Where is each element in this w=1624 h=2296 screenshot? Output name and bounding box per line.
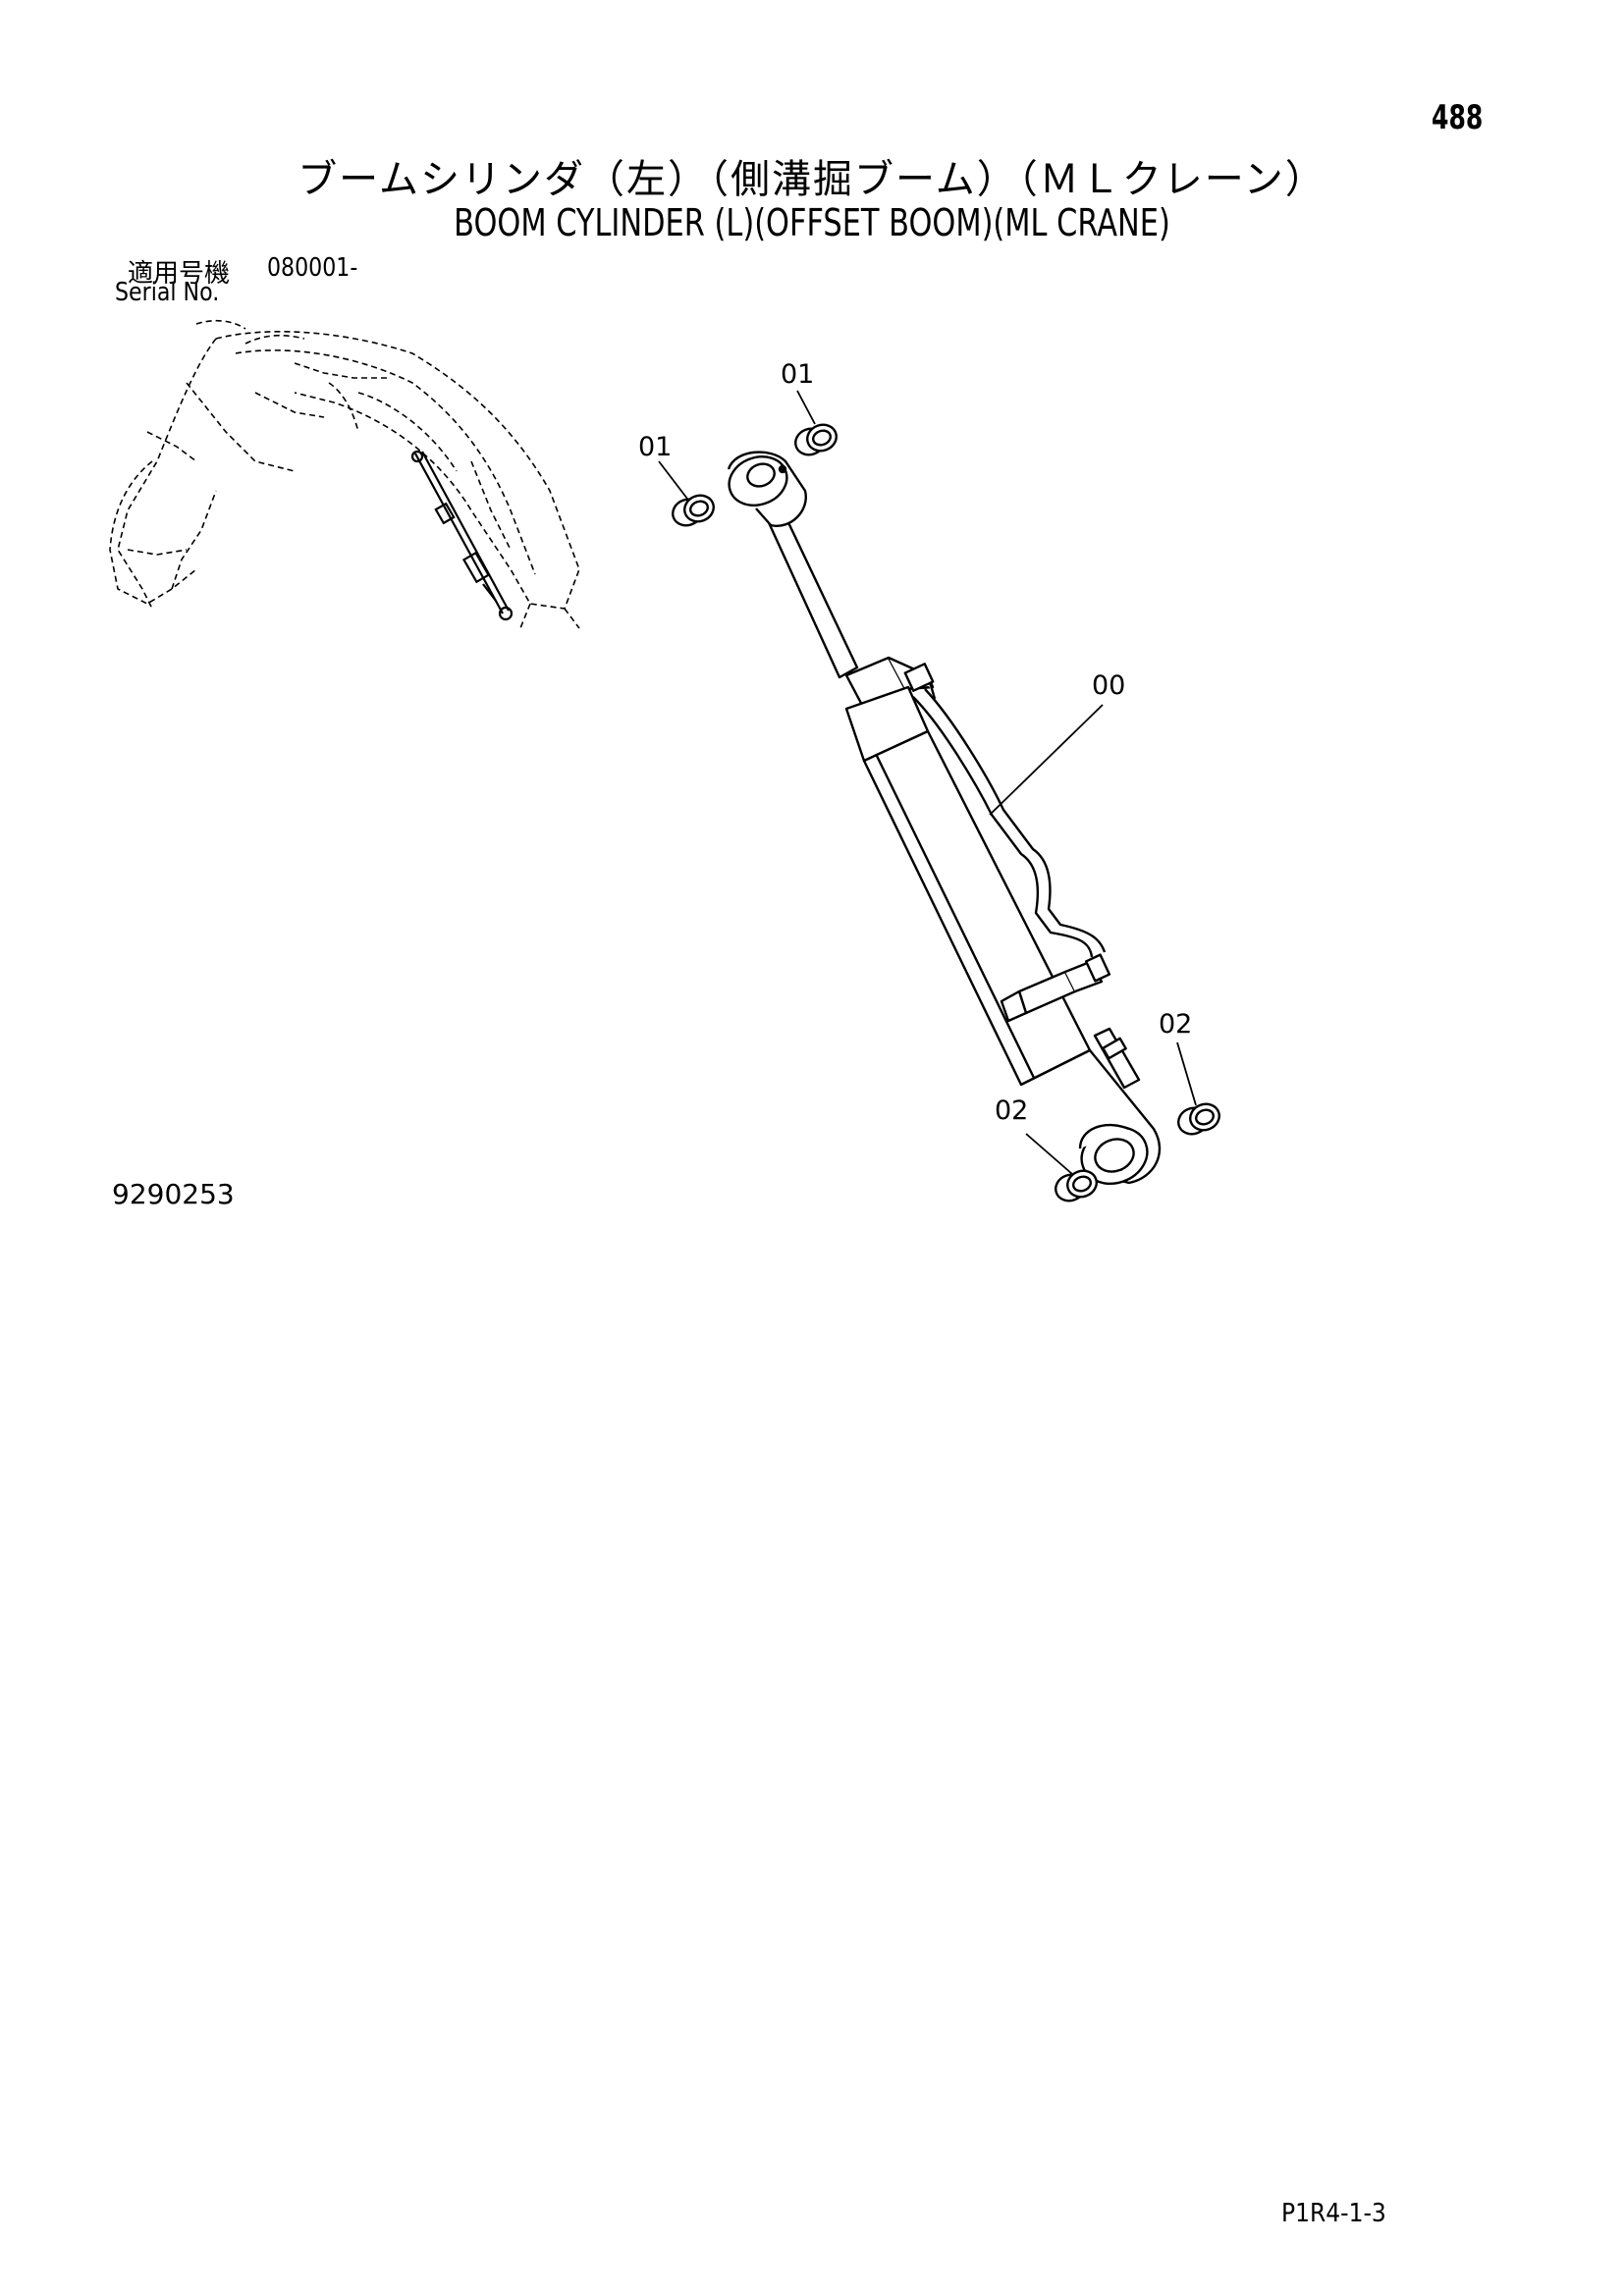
page-number: 488 [1432,98,1484,137]
bushing-02-right [1177,1102,1220,1136]
bushing-02-left [1055,1169,1098,1202]
leader-lines [658,390,1197,1175]
bushing-01-left [672,494,715,527]
callout-01-right: 01 [781,359,814,390]
callout-01-left: 01 [638,432,672,462]
page-code: P1R4-1-3 [1281,2199,1386,2228]
callout-00: 00 [1092,670,1125,701]
title-english: BOOM CYLINDER (L)(OFFSET BOOM)(ML CRANE) [454,201,1170,244]
serial-label-english: Serial No. [115,278,220,307]
serial-label-japanese: 適用号機 [128,259,231,289]
callout-02-right: 02 [1159,1009,1192,1040]
title-japanese: ブームシリンダ（左）（側溝掘ブーム）（ＭＬクレーン） [298,157,1326,202]
boom-cylinder-assembly [727,451,1162,1185]
highlighted-cylinder-thumbnail [410,450,514,621]
excavator-outline-thumbnail [109,319,580,629]
serial-value: 080001- [267,253,358,283]
bushing-01-right [794,423,838,456]
figure-number: 9290253 [112,1178,235,1210]
callout-02-left: 02 [995,1095,1028,1126]
